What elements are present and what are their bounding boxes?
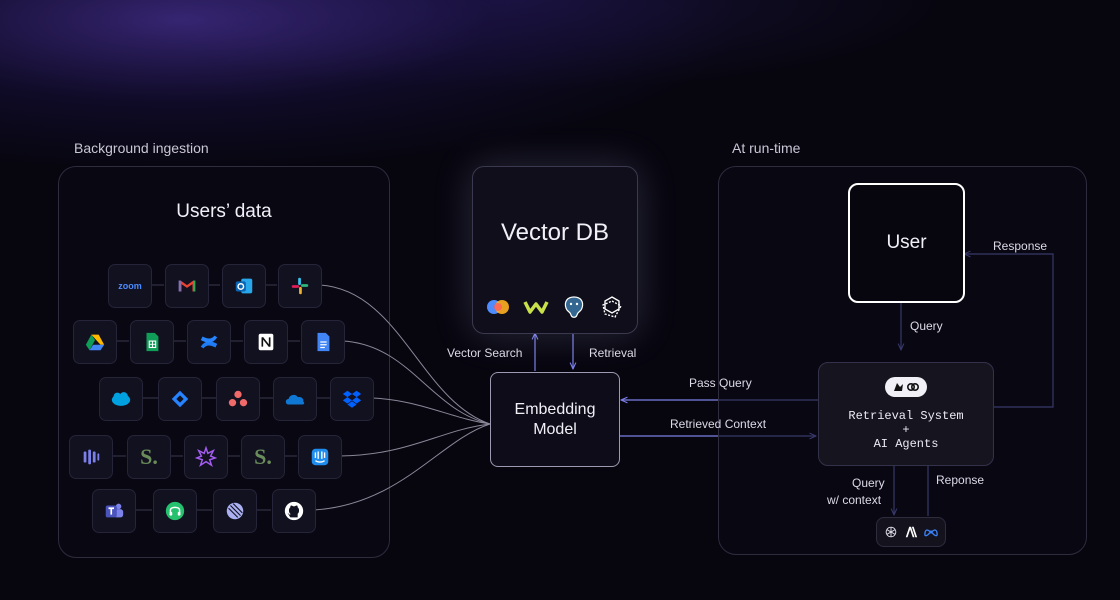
jira-icon: [158, 377, 202, 421]
edge-label-retrieval: Retrieval: [589, 346, 637, 360]
github-icon: [272, 489, 316, 533]
retrieval-logo-icon: [885, 377, 927, 397]
embedding-model-line1: Embedding: [514, 400, 596, 418]
vector-db-title: Vector DB: [500, 219, 610, 246]
linear-icon: [213, 489, 257, 533]
edge-label-retrieved-context: Retrieved Context: [670, 417, 767, 431]
retrieval-line2: +: [902, 423, 910, 437]
edge-label-response: Response: [993, 239, 1048, 253]
llm-providers: [876, 517, 946, 547]
confluence-icon: [187, 320, 231, 364]
openai-style-icon: [602, 296, 622, 318]
vector-db-node: Vector DB: [472, 166, 638, 334]
users-data-title: Users’ data: [176, 201, 272, 222]
retrieval-line1: Retrieval System: [848, 409, 964, 423]
section-label-runtime: At run-time: [732, 140, 801, 156]
retrieval-system-node: Retrieval System + AI Agents: [818, 362, 994, 466]
section-label-ingestion: Background ingestion: [74, 140, 209, 156]
edge-label-reponse: Reponse: [936, 473, 985, 487]
embedding-model-node: Embedding Model: [490, 372, 620, 467]
vector-db-icons: [473, 295, 637, 319]
s-letter: S.: [140, 444, 158, 469]
teams-icon: [92, 489, 136, 533]
edge-label-query-context-2: w/ context: [827, 493, 882, 507]
freshdesk-icon: [153, 489, 197, 533]
anthropic-icon: [905, 526, 918, 538]
s-letter: S.: [254, 444, 272, 469]
intercom-bars-icon: [69, 435, 113, 479]
retrieval-line3: AI Agents: [873, 437, 939, 451]
postgres-icon: [564, 296, 584, 318]
meta-icon: [924, 529, 938, 537]
outlook-icon: [222, 264, 266, 308]
edge-label-pass-query: Pass Query: [689, 376, 752, 390]
dropbox-icon: [330, 377, 374, 421]
user-node: User: [848, 183, 965, 303]
openai-icon: [885, 526, 897, 538]
salesforce-icon: [99, 377, 143, 421]
retrieval-system-label: Retrieval System + AI Agents: [819, 409, 993, 451]
asana-icon: [216, 377, 260, 421]
embedding-model-line2: Model: [533, 420, 577, 438]
slack-icon: [278, 264, 322, 308]
notion-icon: [244, 320, 288, 364]
weaviate-icon: [523, 301, 549, 314]
bird-link-icon: [894, 382, 919, 392]
gmail-icon: [165, 264, 209, 308]
pinecone-icon: [487, 300, 509, 314]
zoom-icon: zoom: [108, 264, 152, 308]
edge-label-query-context-1: Query: [852, 476, 885, 490]
edge-label-vector-search: Vector Search: [447, 346, 523, 360]
sharepoint-s-icon-2: S.: [241, 435, 285, 479]
google-sheets-icon: [130, 320, 174, 364]
gong-icon: [184, 435, 228, 479]
zoom-wordmark: zoom: [118, 281, 142, 291]
intercom-icon: [298, 435, 342, 479]
onedrive-icon: [273, 377, 317, 421]
edge-label-query: Query: [910, 319, 943, 333]
google-docs-icon: [301, 320, 345, 364]
google-drive-icon: [73, 320, 117, 364]
sharepoint-s-icon: S.: [127, 435, 171, 479]
